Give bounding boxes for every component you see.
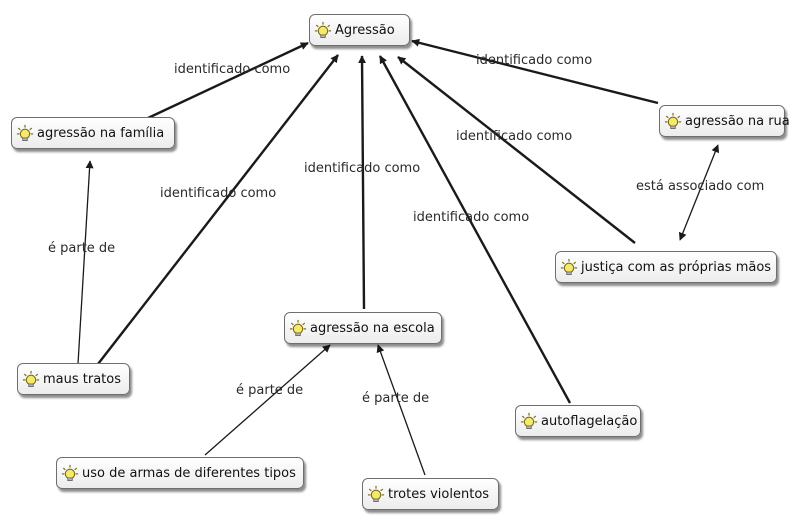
node-label: uso de armas de diferentes tipos: [82, 465, 296, 481]
edge-label-trotes-escola: é parte de: [362, 391, 429, 406]
edge-justica-agressao: [397, 56, 636, 244]
node-label: agressão na família: [37, 125, 165, 141]
node-uso-de-armas[interactable]: uso de armas de diferentes tipos: [56, 457, 304, 489]
edge-escola-agressao: [358, 55, 367, 310]
node-trotes-violentos[interactable]: trotes violentos: [362, 478, 499, 510]
edge-familia-agressao: [147, 41, 309, 120]
concept-bulb-icon: [560, 258, 578, 276]
node-agressao-na-familia[interactable]: agressão na família: [11, 117, 175, 149]
node-label: maus tratos: [43, 371, 122, 387]
node-maus-tratos[interactable]: maus tratos: [17, 363, 130, 395]
edge-maus-tratos-agressao: [97, 54, 339, 365]
node-label: autoflagelação: [541, 413, 638, 429]
concept-bulb-icon: [664, 112, 682, 130]
edge-label-rua-agressao: identificado como: [476, 53, 592, 68]
edge-label-autoflagelacao-agressao: identificado como: [413, 210, 529, 225]
edge-rua-agressao: [411, 38, 659, 105]
edge-label-maus-tratos-familia: é parte de: [48, 241, 115, 256]
concept-bulb-icon: [289, 319, 307, 337]
edge-autoflagelacao-agressao: [378, 55, 572, 404]
concept-bulb-icon: [520, 412, 538, 430]
node-label: agressão na escola: [310, 320, 435, 336]
concept-bulb-icon: [16, 124, 34, 142]
node-justica-com-as-proprias-maos[interactable]: justiça com as próprias mãos: [555, 251, 777, 283]
edge-justica-rua: [678, 144, 720, 241]
concept-bulb-icon: [367, 485, 385, 503]
edge-label-escola-agressao: identificado como: [304, 161, 420, 176]
node-label: trotes violentos: [388, 486, 490, 502]
concept-bulb-icon: [314, 21, 332, 39]
concept-bulb-icon: [22, 370, 40, 388]
edge-label-justica-agressao: identificado como: [456, 129, 572, 144]
edge-label-maus-tratos-agressao: identificado como: [160, 186, 276, 201]
edge-label-justica-rua: está associado com: [636, 179, 764, 194]
edge-maus-tratos-familia: [77, 160, 94, 365]
node-agressao-na-rua[interactable]: agressão na rua: [659, 105, 790, 137]
node-label: Agressão: [335, 22, 395, 38]
node-label: agressão na rua: [685, 113, 790, 129]
node-label: justiça com as próprias mãos: [581, 259, 772, 275]
edge-label-familia-agressao: identificado como: [174, 62, 290, 77]
node-autoflagelacao[interactable]: autoflagelação: [515, 405, 641, 437]
edge-label-armas-escola: é parte de: [236, 383, 303, 398]
edge-trotes-escola: [376, 344, 426, 476]
edge-armas-escola: [204, 344, 331, 456]
node-agressao-na-escola[interactable]: agressão na escola: [284, 312, 442, 344]
concept-bulb-icon: [61, 464, 79, 482]
node-agressao[interactable]: Agressão: [309, 14, 410, 46]
